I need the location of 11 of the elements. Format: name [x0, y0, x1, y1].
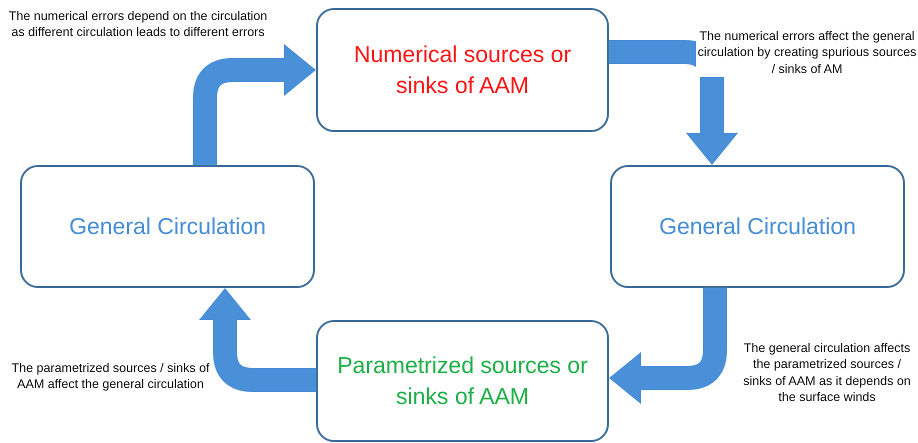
rounded-box [610, 165, 905, 288]
box-label: General Circulation [659, 212, 856, 241]
box-label: General Circulation [69, 212, 266, 241]
rounded-box [20, 165, 315, 288]
edge-label: The numerical errors affect the general circulation by creating spurious sources / sinks of AM [696, 28, 918, 77]
bent-arrow [609, 40, 738, 165]
rounded-box [316, 320, 609, 442]
box-label: Parametrized sources or sinks of AAM [336, 350, 589, 411]
box-label: Numerical sources or sinks of AAM [352, 40, 572, 100]
rounded-box [316, 8, 609, 132]
bent-arrow [193, 44, 316, 165]
